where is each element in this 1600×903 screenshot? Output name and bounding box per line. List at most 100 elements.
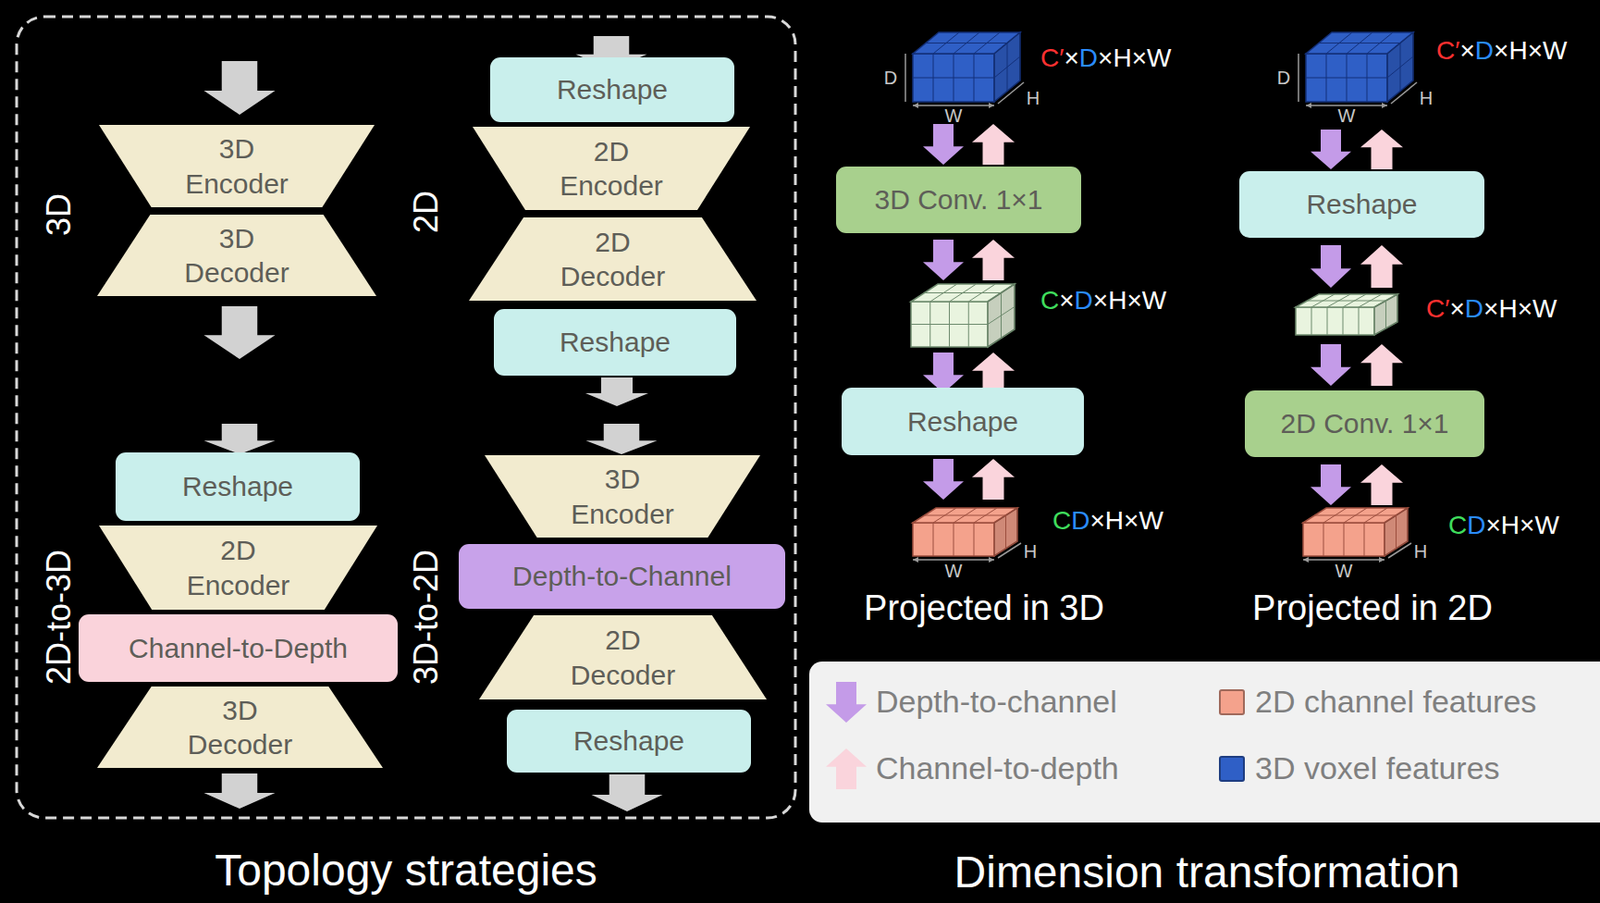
channel-to-depth-arrow bbox=[1360, 129, 1404, 170]
legend-swatch bbox=[1218, 755, 1245, 782]
node-label: Reshape bbox=[182, 468, 294, 505]
grid-line bbox=[1311, 307, 1313, 335]
node-label: Reshape bbox=[573, 723, 685, 759]
tensor-shape-label: C′×D×H×W bbox=[1040, 44, 1171, 74]
dimension-symbol: × bbox=[1519, 510, 1535, 540]
dimension-symbol: D bbox=[1464, 294, 1484, 323]
grid-line bbox=[1307, 300, 1387, 302]
feature-cube bbox=[1295, 294, 1398, 335]
process-box: Reshape bbox=[1239, 171, 1485, 238]
axis-label: W bbox=[945, 105, 963, 126]
dimension-symbol: × bbox=[1093, 285, 1108, 315]
process-box: Reshape bbox=[841, 387, 1084, 456]
flow-arrow bbox=[204, 61, 276, 115]
feature-cube bbox=[910, 283, 1015, 347]
axis-label: H bbox=[1023, 541, 1037, 562]
dimension-symbol: C bbox=[1052, 505, 1071, 535]
node-label: 2D Encoder bbox=[541, 134, 681, 204]
dimension-head bbox=[1381, 102, 1388, 109]
flow-arrow bbox=[204, 306, 276, 359]
feature-cube bbox=[912, 32, 1021, 102]
dimension-symbol: C bbox=[1448, 510, 1467, 540]
dimension-symbol: × bbox=[1517, 294, 1533, 323]
flow-arrow bbox=[585, 377, 649, 407]
node-label: 3D Encoder bbox=[167, 131, 307, 201]
dimension-symbol: × bbox=[1493, 36, 1509, 65]
dimension-symbol: C bbox=[1040, 285, 1059, 315]
channel-to-depth-arrow bbox=[972, 458, 1015, 500]
trapezoid-fill bbox=[98, 525, 378, 610]
feature-cube bbox=[1303, 507, 1408, 556]
depth-to-channel-arrow bbox=[1310, 344, 1352, 386]
dimension-symbol: ′ bbox=[1058, 43, 1064, 73]
dimension-line bbox=[997, 542, 1022, 558]
process-box: 3D Conv. 1×1 bbox=[836, 166, 1082, 234]
dimension-line bbox=[1303, 558, 1385, 561]
dimension-head bbox=[1305, 102, 1312, 109]
dimension-symbol: D bbox=[1475, 36, 1494, 65]
dimension-line bbox=[997, 82, 1024, 104]
decoder-trapezoid: 3D Decoder bbox=[97, 686, 383, 768]
channel-to-depth-arrow bbox=[1360, 344, 1404, 386]
topology-panel: Topology strategies3D Encoder3D DecoderR… bbox=[14, 14, 798, 820]
dimension-symbol: H bbox=[1107, 285, 1127, 315]
encoder-trapezoid: 2D Encoder bbox=[472, 126, 751, 210]
dimension-symbol: H bbox=[1498, 294, 1517, 323]
channel-to-depth-arrow bbox=[972, 123, 1015, 165]
dimension-symbol: × bbox=[1123, 505, 1139, 535]
cube-front bbox=[1295, 307, 1375, 335]
dimension-line bbox=[912, 558, 995, 561]
dimension-symbol: × bbox=[1132, 43, 1147, 73]
trapezoid-fill bbox=[468, 217, 757, 301]
dimension-symbol: W bbox=[1534, 510, 1559, 540]
node-label: 3D Decoder bbox=[171, 692, 310, 763]
grid-line bbox=[1395, 515, 1397, 549]
cube-front bbox=[1305, 53, 1388, 102]
channel-to-depth-arrow bbox=[1360, 245, 1404, 288]
axis-label: H bbox=[1419, 87, 1433, 109]
dimension-head bbox=[988, 556, 995, 563]
dimension-symbol: × bbox=[1483, 294, 1499, 323]
dimension-head bbox=[912, 102, 919, 109]
dimension-symbol: × bbox=[1449, 294, 1465, 323]
flow-arrow bbox=[586, 423, 658, 455]
axis-label: W bbox=[1335, 560, 1354, 581]
dimension-symbol: H bbox=[1501, 510, 1520, 540]
section-label: 2D bbox=[407, 190, 445, 234]
decoder-trapezoid: 2D Decoder bbox=[468, 217, 757, 301]
dimension-head bbox=[912, 556, 919, 563]
legend-swatch bbox=[1218, 689, 1245, 715]
process-box: 2D Conv. 1×1 bbox=[1244, 390, 1485, 457]
process-box: Channel-to-Depth bbox=[78, 614, 398, 682]
encoder-trapezoid: 3D Encoder bbox=[484, 455, 761, 538]
depth-to-channel-arrow bbox=[923, 123, 964, 165]
dimension-symbol: C bbox=[1436, 36, 1455, 65]
grid-line bbox=[953, 522, 955, 556]
depth-to-channel-arrow bbox=[923, 239, 964, 281]
depth-to-channel-arrow bbox=[1310, 464, 1352, 505]
depth-to-channel-arrow bbox=[1310, 129, 1352, 170]
dimension-symbol: × bbox=[1089, 505, 1105, 535]
grid-line bbox=[910, 323, 988, 325]
dimension-symbol: W bbox=[1142, 285, 1167, 315]
grid-line bbox=[1364, 522, 1366, 556]
dimension-symbol: ′ bbox=[1444, 294, 1450, 323]
dimension-symbol: H bbox=[1508, 36, 1527, 65]
grid-line bbox=[1400, 43, 1402, 92]
section-label: 3D-to-2D bbox=[407, 549, 445, 685]
legend-text: Depth-to-channel bbox=[875, 684, 1118, 719]
grid-line bbox=[924, 292, 1002, 294]
decoder-trapezoid: 2D Decoder bbox=[479, 615, 767, 700]
node-label: 2D Decoder bbox=[553, 622, 693, 692]
trapezoid-fill bbox=[98, 124, 375, 208]
dimension-line bbox=[1390, 82, 1417, 104]
dimension-line bbox=[1297, 53, 1300, 102]
node-label: Channel-to-Depth bbox=[128, 630, 348, 666]
dimension-symbol: × bbox=[1058, 285, 1074, 315]
dimension-symbol: × bbox=[1126, 285, 1142, 315]
trapezoid-fill bbox=[484, 455, 761, 538]
tensor-shape-label: C′×D×H×W bbox=[1426, 295, 1557, 324]
dimension-symbol: D bbox=[1466, 510, 1486, 540]
dimension-symbol: × bbox=[1097, 43, 1113, 73]
dimension-line bbox=[904, 53, 907, 102]
